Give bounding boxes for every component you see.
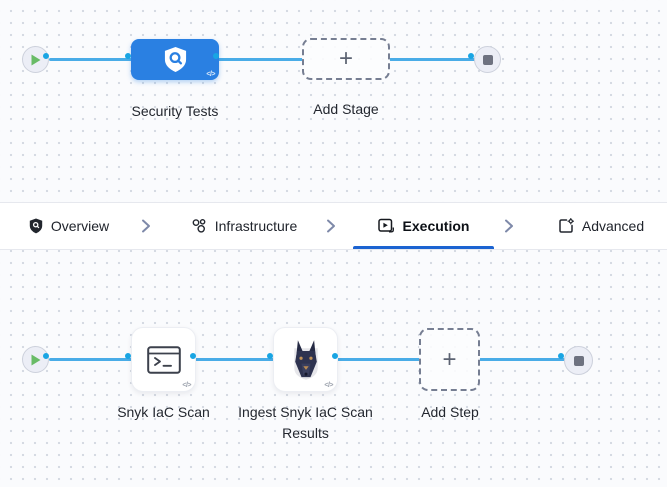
chevron-right-icon	[141, 219, 151, 233]
code-view-icon[interactable]: </>	[206, 71, 215, 78]
flow-line	[337, 358, 420, 361]
connector-dot	[558, 353, 564, 359]
tab-advanced[interactable]: Advanced	[550, 203, 652, 249]
terminal-icon	[146, 345, 181, 374]
plus-icon: +	[442, 345, 457, 373]
chevron-right-icon	[504, 219, 514, 233]
execution-start-node	[22, 346, 49, 373]
code-view-icon[interactable]: </>	[324, 382, 333, 389]
tab-overview[interactable]: Overview	[14, 203, 124, 249]
tab-label: Advanced	[581, 218, 645, 234]
connector-dot	[332, 353, 338, 359]
stage-flow-canvas: </> + Security Tests Add Stage	[0, 0, 667, 202]
step-label: Snyk IaC Scan	[117, 404, 210, 420]
play-icon	[31, 54, 41, 65]
connector-dot	[213, 53, 219, 59]
connector-dot	[43, 353, 49, 359]
execution-end-node	[564, 346, 593, 375]
infrastructure-icon	[192, 219, 206, 233]
stop-icon	[482, 54, 493, 65]
step-snyk-iac-scan[interactable]: </>	[131, 327, 196, 392]
shield-icon	[29, 218, 43, 234]
stage-security-tests[interactable]: </>	[131, 39, 219, 80]
chevron-right-icon	[326, 219, 336, 233]
step-ingest-snyk-results[interactable]: </>	[273, 327, 338, 392]
stage-label: Security Tests	[131, 103, 219, 119]
step-label: Ingest Snyk IaC Scan Results	[238, 404, 373, 441]
snyk-dog-icon	[293, 339, 318, 380]
connector-dot	[125, 353, 131, 359]
add-step-button[interactable]: +	[419, 328, 480, 391]
add-stage-button[interactable]: +	[302, 38, 390, 80]
execution-icon	[377, 218, 394, 233]
stop-icon	[573, 355, 584, 366]
pipeline-start-node	[22, 46, 49, 73]
tab-label: Overview	[50, 218, 110, 234]
add-step-label: Add Step	[421, 404, 479, 420]
flow-line	[195, 358, 274, 361]
connector-dot	[125, 53, 131, 59]
code-view-icon[interactable]: </>	[182, 382, 191, 389]
flow-line	[49, 58, 132, 61]
flow-line	[479, 358, 565, 361]
pipeline-tab-bar: Overview Infrastructure Execution	[0, 202, 667, 250]
connector-dot	[190, 353, 196, 359]
tab-label: Execution	[402, 218, 470, 234]
flow-line	[49, 358, 132, 361]
tab-execution[interactable]: Execution	[353, 203, 494, 249]
pipeline-end-node	[474, 46, 501, 73]
flow-line	[389, 58, 476, 61]
tab-label: Infrastructure	[214, 218, 298, 234]
connector-dot	[468, 53, 474, 59]
plus-icon: +	[338, 45, 353, 72]
connector-dot	[267, 353, 273, 359]
play-icon	[31, 354, 41, 365]
add-stage-label: Add Stage	[313, 101, 379, 117]
advanced-icon	[559, 218, 574, 233]
execution-flow-canvas: </> </> + Snyk IaC Scan Ingest Snyk IaC …	[0, 250, 667, 487]
tab-infrastructure[interactable]: Infrastructure	[183, 203, 305, 249]
shield-scan-icon	[164, 47, 186, 72]
connector-dot	[43, 53, 49, 59]
flow-line	[218, 58, 303, 61]
